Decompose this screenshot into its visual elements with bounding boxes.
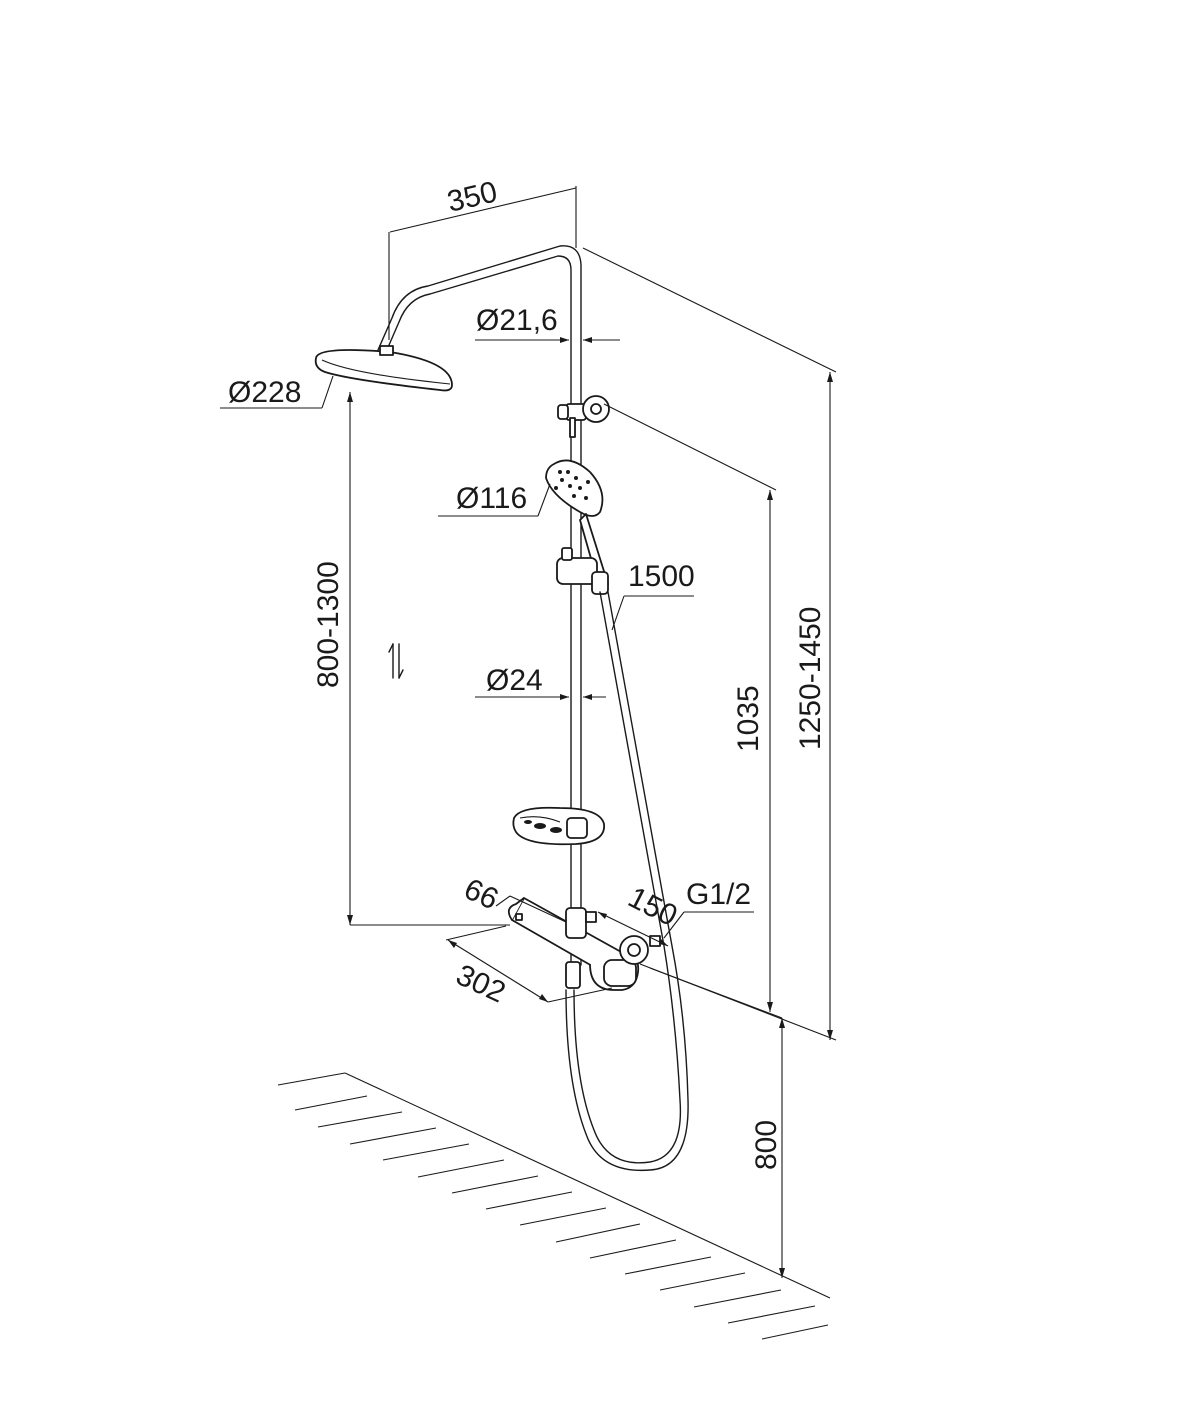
dim-total-height: 1250-1450 <box>582 247 837 1040</box>
dim-mixer-width-label: 302 <box>451 958 510 1009</box>
dim-head-diameter-label: Ø228 <box>228 376 301 409</box>
dim-overhead-range: 800-1300 <box>312 392 510 926</box>
floor-hatch <box>277 1072 831 1340</box>
dim-pipe-top: Ø21,6 <box>475 304 620 343</box>
dim-thread: G1/2 <box>663 878 754 939</box>
rain-shower-head <box>314 345 453 392</box>
dim-pipe-top-label: Ø21,6 <box>476 304 558 337</box>
soap-dish <box>512 806 605 846</box>
dim-thread-label: G1/2 <box>686 878 751 911</box>
dim-hose-length-label: 1500 <box>628 560 695 593</box>
dim-hose-length: 1500 <box>611 560 695 631</box>
mixer-extension-lines <box>639 963 837 1041</box>
dim-mount-height: 800 <box>750 1018 785 1278</box>
dim-overhead-range-label: 800-1300 <box>312 561 345 688</box>
dim-head-diameter: Ø228 <box>220 375 334 409</box>
dim-hand-shower-diameter: Ø116 <box>438 482 551 517</box>
slide-holder <box>556 547 609 595</box>
diverter-valve <box>557 395 610 438</box>
dim-holder-height-label: 1035 <box>732 685 765 752</box>
thermostatic-mixer <box>507 897 661 991</box>
dim-pipe-bottom-label: Ø24 <box>486 664 543 697</box>
shower-hose <box>565 591 689 1172</box>
dim-pipe-bottom: Ø24 <box>475 664 606 700</box>
dim-mixer-depth-label: 66 <box>459 872 503 916</box>
dim-holder-height: 1035 <box>603 403 777 1012</box>
up-down-arrows-icon <box>388 643 404 679</box>
dim-hand-shower-label: Ø116 <box>456 482 527 515</box>
overhead-arm <box>377 245 582 421</box>
dim-total-height-label: 1250-1450 <box>794 607 827 750</box>
dim-arm-length-label: 350 <box>444 175 500 218</box>
dim-mount-height-label: 800 <box>750 1120 783 1170</box>
